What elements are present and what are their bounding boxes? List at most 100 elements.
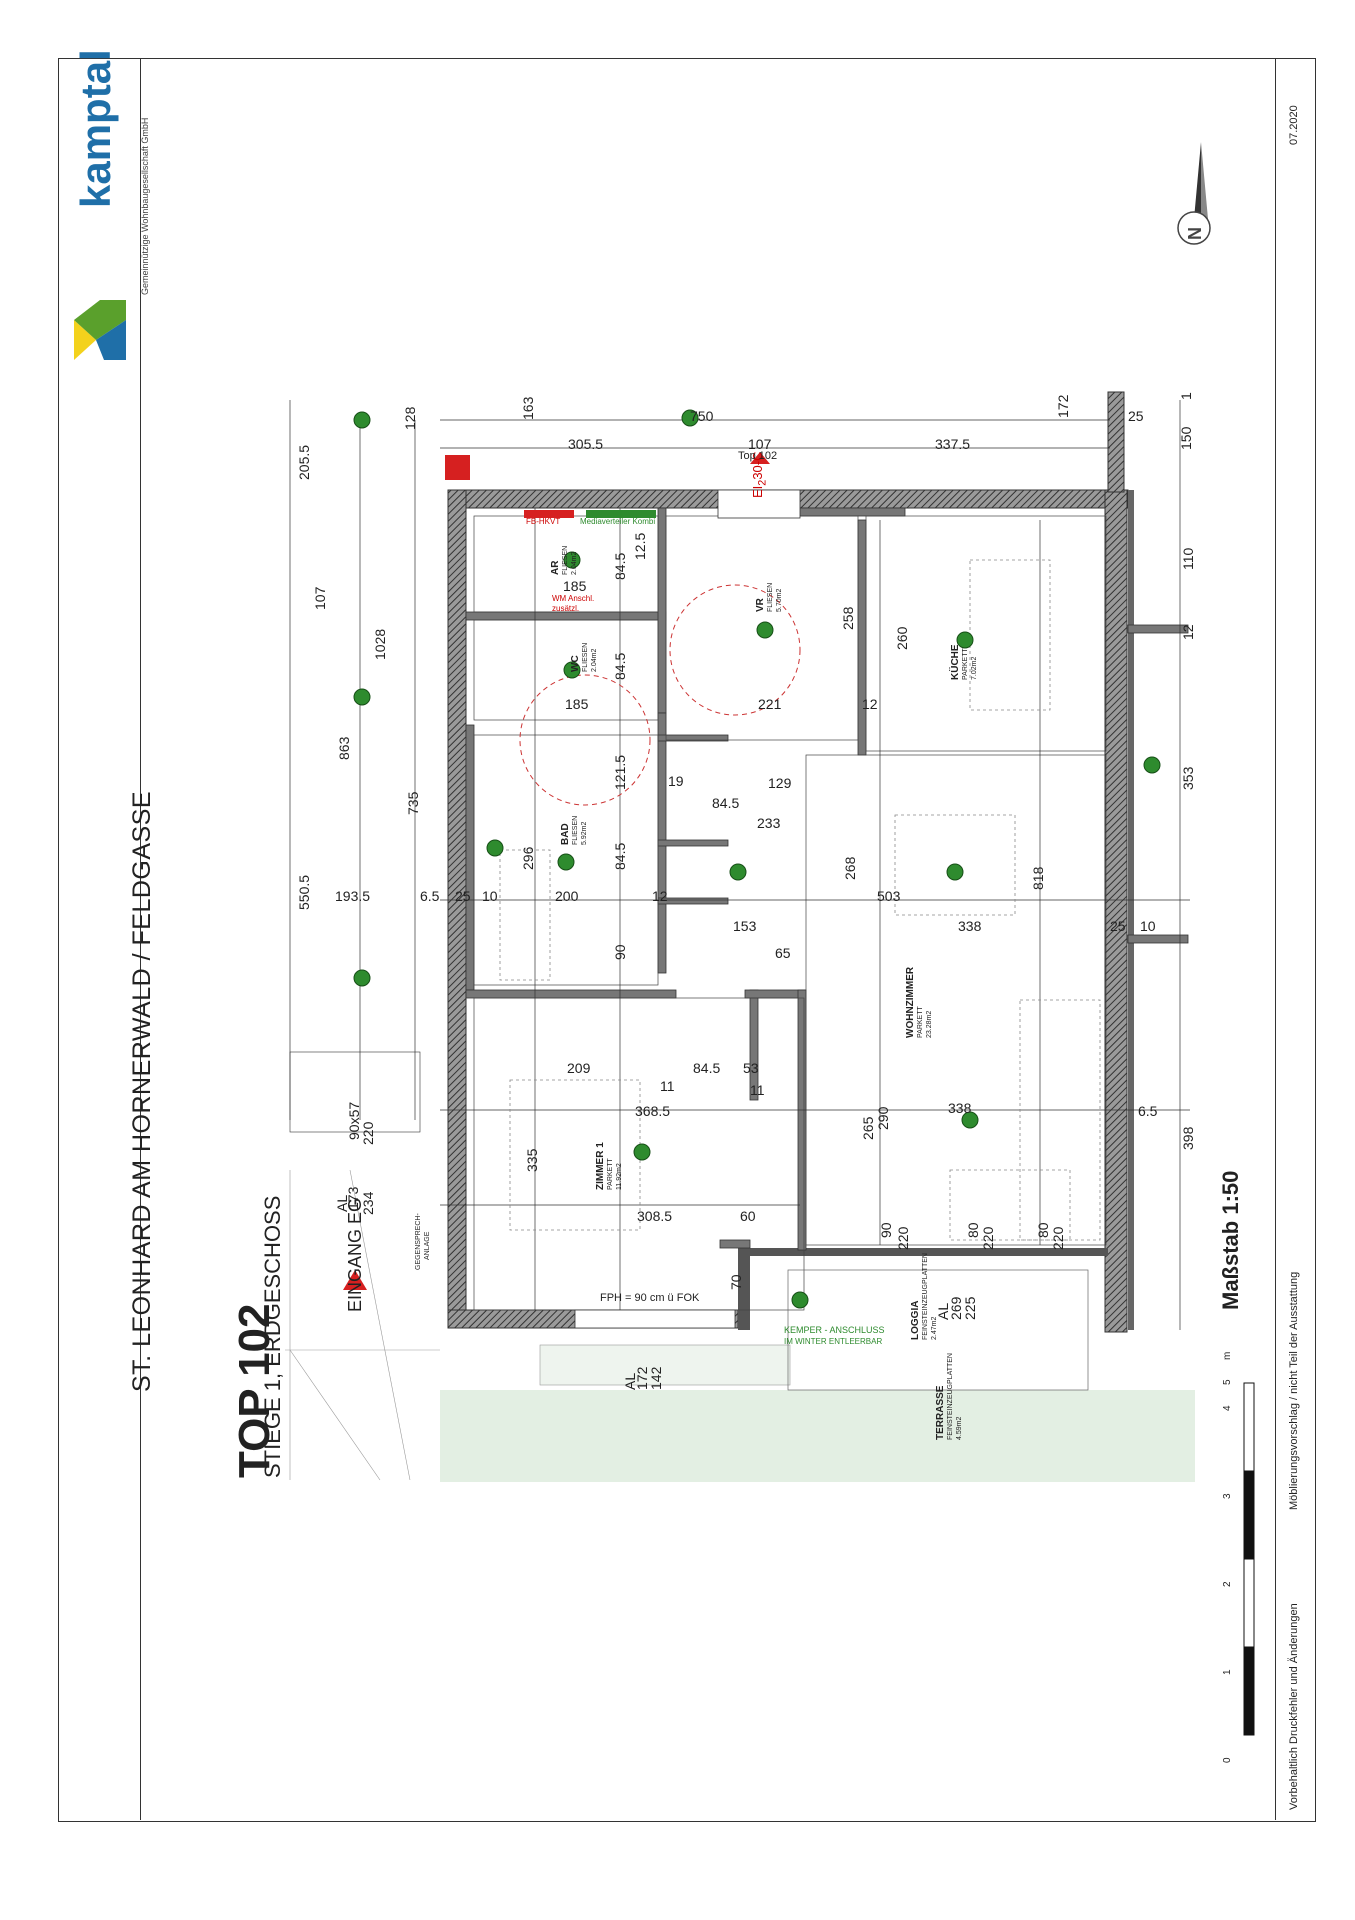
wm-note-2: zusätzl. [552,604,580,613]
room-floor: PARKETT [607,1158,614,1190]
dimension-label: 1 [1178,392,1194,400]
dimension-label: 12 [1180,624,1196,640]
room-area: 2.47m2 [931,1316,938,1340]
dimension-label: 265 [860,1116,876,1140]
dimension-label: 220 [360,1121,376,1145]
dimension-label: 193.5 [335,888,371,904]
room-name: ZIMMER 1 [595,1142,606,1190]
dimension-label: 368.5 [635,1103,671,1119]
door-swing-circles [519,584,801,806]
interior-walls [465,507,1189,1251]
dimension-label: 6.5 [420,888,440,904]
room-floor: FLIESEN [572,815,579,845]
dimension-label: 209 [567,1060,591,1076]
dimension-label: 398 [1180,1126,1196,1150]
entrance-marker-icon [343,1270,367,1290]
dimension-label: 80 [965,1222,981,1238]
fb-hkvt-label: FB-HKVT [526,517,561,526]
dimension-label: 153 [733,918,757,934]
dimension-label: 338 [958,918,982,934]
dimension-label: 550.5 [296,874,312,910]
dimension-lines [289,400,1190,1330]
fire-extinguisher-icon [445,455,470,480]
kemper-note: KEMPER - ANSCHLUSS [784,1325,885,1335]
company-logo [74,90,144,360]
dimension-label: 220 [895,1226,911,1250]
dimension-label: 200 [555,888,579,904]
fb-hkvt-box [524,510,574,518]
room-floor: FLIESEN [562,545,569,575]
room-name: AR [550,560,561,575]
room-name: TERRASSE [935,1385,946,1440]
room-name: BAD [560,823,571,845]
dimension-label: 205.5 [296,444,312,480]
garden-area [440,1390,1195,1482]
dimension-label: 80 [1035,1222,1051,1238]
dimension-label: 225 [962,1296,978,1320]
dimension-label: 234 [360,1191,376,1215]
room-floor: FLIESEN [582,642,589,672]
room-name: KÜCHE [950,644,961,680]
dimension-label: 12 [652,888,668,904]
top-label: Top 102 [738,450,778,462]
dimension-label: 129 [768,775,792,791]
dimension-label: 70 [728,1274,744,1290]
dimension-label: 110 [1180,547,1196,570]
scale-bar [1243,1382,1255,1736]
dimension-label: 258 [840,606,856,630]
dimension-label: 185 [563,578,587,594]
dimension-label: 84.5 [693,1060,721,1076]
dimension-label: 11 [660,1078,675,1094]
dimension-label: 84.5 [612,652,628,680]
room-area: 5.70m2 [776,588,783,612]
logo-mark-icon [74,300,126,360]
dimension-label: 142 [648,1366,664,1390]
room-name: WOHNZIMMER [905,966,916,1038]
footer-strip-line [1275,58,1276,1820]
media-distributor-label: Mediaverteiler Kombi [580,517,656,526]
access-path [285,1051,440,1481]
dimension-label: 84.5 [612,552,628,580]
dimension-label: 1028 [372,628,388,660]
dimension-label: 65 [775,945,791,961]
dimension-label: 128 [402,406,418,430]
dimension-label: 25 [1110,918,1126,934]
dimension-label: 60 [740,1208,756,1224]
dimension-label: 337.5 [935,436,971,452]
room-area: 7.02m2 [971,656,978,680]
dimension-label: 308.5 [637,1208,673,1224]
dimension-label: 11 [750,1082,765,1098]
dimension-label: 260 [894,626,910,650]
dimension-label: 121.5 [612,754,628,790]
dimension-label: 163 [520,396,536,420]
exterior-walls [447,391,1134,1333]
intercom-label: GEGENSPRECH- [415,1213,422,1270]
dimension-label: 268 [842,856,858,880]
terrace-grid [539,1344,791,1386]
room-area: 11.92m2 [616,1163,623,1190]
dimension-label: 150 [1178,426,1194,450]
dimension-label: 25 [455,888,471,904]
top-marker-icon [750,452,770,464]
dimension-label: 107 [748,436,772,452]
room-name: LOGGIA [910,1300,921,1340]
dimension-label: 173 [345,1186,361,1210]
dimension-label: 220 [1050,1226,1066,1250]
room-floor: FLIESEN [767,582,774,612]
dimension-label: 6.5 [1138,1103,1158,1119]
dimension-label: 25 [1128,408,1144,424]
room-floor: FEINSTEINZEUGPLATTEN [922,1253,929,1340]
dimension-label: 19 [668,773,684,789]
media-distributor-box [586,510,656,518]
dimension-label: 818 [1030,866,1046,890]
room-area: 5.92m2 [581,821,588,845]
room-area: 23.28m2 [926,1010,933,1038]
dimension-label: 335 [524,1148,540,1172]
dimension-label: 10 [1140,918,1156,934]
dimension-label: 53 [743,1060,759,1076]
sheet-frame [58,58,1316,1822]
windows [574,489,801,1329]
dimension-label: 290 [875,1106,891,1130]
